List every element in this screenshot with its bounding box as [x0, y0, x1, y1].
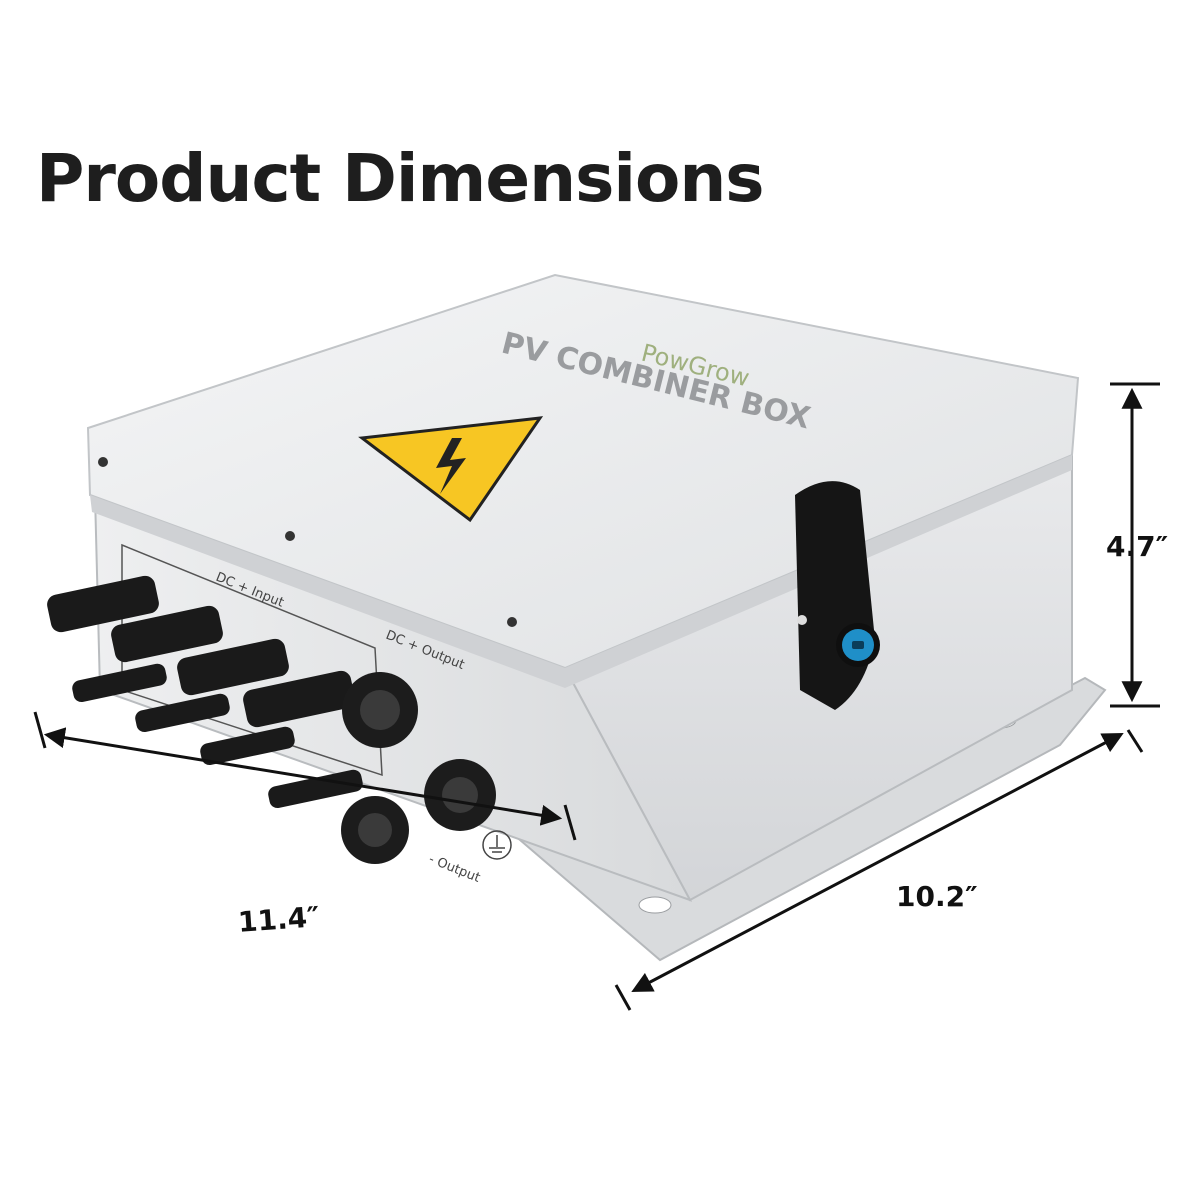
depth-arrow	[631, 733, 1124, 992]
lock-handle	[795, 481, 880, 710]
warning-lightning-icon	[358, 416, 544, 523]
lid-screw	[285, 531, 295, 541]
dimension-arrows	[33, 382, 1160, 1011]
mc4-connector	[47, 575, 167, 703]
depth-dimension-label: 10.2″	[896, 880, 978, 913]
dc-output-lower-label: - Output	[427, 852, 483, 886]
page-title: Product Dimensions	[36, 140, 765, 217]
mount-hole	[638, 896, 672, 914]
width-dimension-label: 11.4″	[236, 900, 321, 939]
width-arrow	[43, 727, 563, 826]
lid-screw	[98, 457, 108, 467]
mc4-connector	[111, 605, 230, 733]
height-dimension-label: 4.7″	[1106, 530, 1169, 563]
ground-icon	[482, 830, 512, 860]
box-lid	[86, 273, 1080, 688]
lid-screw	[507, 617, 517, 627]
